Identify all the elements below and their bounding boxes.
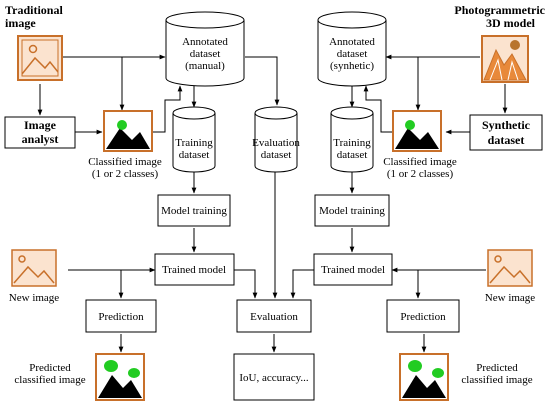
prediction-right-label: Prediction [400,311,446,323]
new-image-icon-right [487,249,533,287]
evaluation-dataset-label: Evaluation [252,137,300,149]
evaluation-box: Evaluation [236,299,312,333]
annotated-dataset-manual: Annotated dataset (manual) [165,11,245,87]
new-image-left-label: New image [9,292,60,304]
classified-image-icon-right [392,110,442,152]
predicted-right-caption: Predicted [476,362,518,374]
classified-left-caption: Classified image [88,156,162,168]
synthetic-dataset-box: Synthetic dataset [469,114,543,151]
predicted-right-caption-line2: classified image [461,374,532,386]
image-analyst-label-line2: analyst [22,132,59,146]
metrics-box: IoU, accuracy... [233,353,315,401]
annotated-synthetic-label-line2: dataset [337,48,368,60]
classified-right-caption-line2: (1 or 2 classes) [387,168,454,180]
image-analyst-label: Image [24,118,57,132]
photogrammetric-title-line2: 3D model [486,16,536,30]
model-training-right-label: Model training [319,205,385,217]
new-image-right-label: New image [485,292,536,304]
training-right-label-line2: dataset [337,149,368,161]
prediction-left-label: Prediction [98,311,144,323]
connectors [37,54,508,353]
predicted-image-icon-right [399,353,449,401]
annotated-manual-label-line3: (manual) [185,60,225,72]
training-dataset-left: Training dataset [172,106,216,173]
traditional-image-title-line2: image [5,16,36,30]
training-left-label-line2: dataset [179,149,210,161]
evaluation-label: Evaluation [250,311,298,323]
trained-model-left: Trained model [154,253,235,286]
evaluation-dataset-label-line2: dataset [261,149,292,161]
classified-left-caption-line2: (1 or 2 classes) [92,168,159,180]
trained-model-right-label: Trained model [321,264,385,276]
annotated-synthetic-label: Annotated [329,36,375,48]
traditional-image-icon [17,35,63,81]
image-analyst-box: Image analyst [4,116,76,149]
classified-image-icon-left [103,110,153,152]
annotated-manual-label: Annotated [182,36,228,48]
classified-right-caption: Classified image [383,156,457,168]
prediction-left: Prediction [85,299,157,333]
trained-model-left-label: Trained model [162,264,226,276]
predicted-left-caption: Predicted [29,362,71,374]
evaluation-dataset: Evaluation dataset [252,106,300,173]
predicted-image-icon-left [95,353,145,401]
training-dataset-right: Training dataset [330,106,374,173]
annotated-manual-label-line2: dataset [190,48,221,60]
prediction-right: Prediction [386,299,460,333]
predicted-left-caption-line2: classified image [14,374,85,386]
new-image-icon-left [11,249,57,287]
synthetic-dataset-label: Synthetic [482,118,531,132]
photogrammetric-title: Photogrammetric [454,3,545,17]
annotated-synthetic-label-line3: (synhetic) [330,60,374,72]
mountain-3d-model-icon [481,35,529,83]
synthetic-dataset-label-line2: dataset [488,133,525,147]
training-left-label: Training [175,137,213,149]
model-training-right: Model training [314,194,390,227]
training-right-label: Training [333,137,371,149]
model-training-left-label: Model training [161,205,227,217]
traditional-image-title: Traditional [5,3,63,17]
annotated-dataset-synthetic: Annotated dataset (synhetic) [317,11,387,87]
trained-model-right: Trained model [313,253,393,286]
model-training-left: Model training [157,194,231,227]
metrics-label: IoU, accuracy... [239,372,308,384]
